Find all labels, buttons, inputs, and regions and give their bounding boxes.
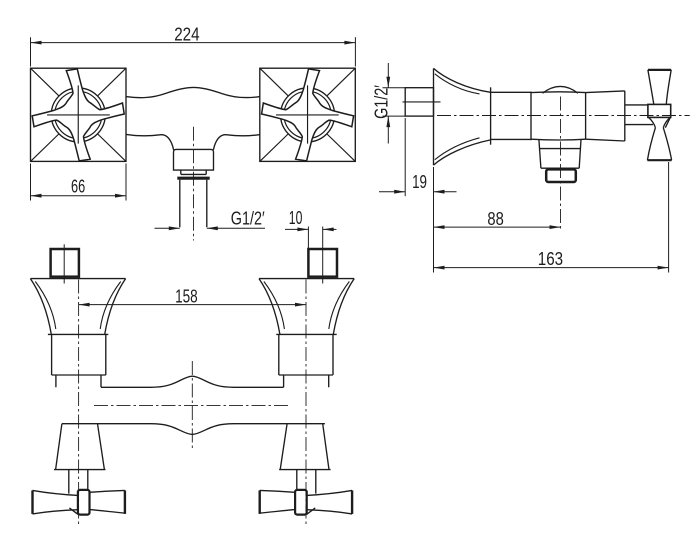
svg-text:66: 66 (71, 177, 85, 197)
svg-text:G1/2′: G1/2′ (231, 208, 265, 228)
svg-text:10: 10 (289, 208, 303, 228)
svg-text:88: 88 (487, 209, 503, 229)
svg-text:19: 19 (412, 172, 427, 192)
svg-text:163: 163 (538, 249, 563, 269)
svg-text:224: 224 (174, 25, 199, 45)
svg-text:G1/2′: G1/2′ (371, 85, 391, 119)
svg-text:158: 158 (175, 286, 198, 306)
